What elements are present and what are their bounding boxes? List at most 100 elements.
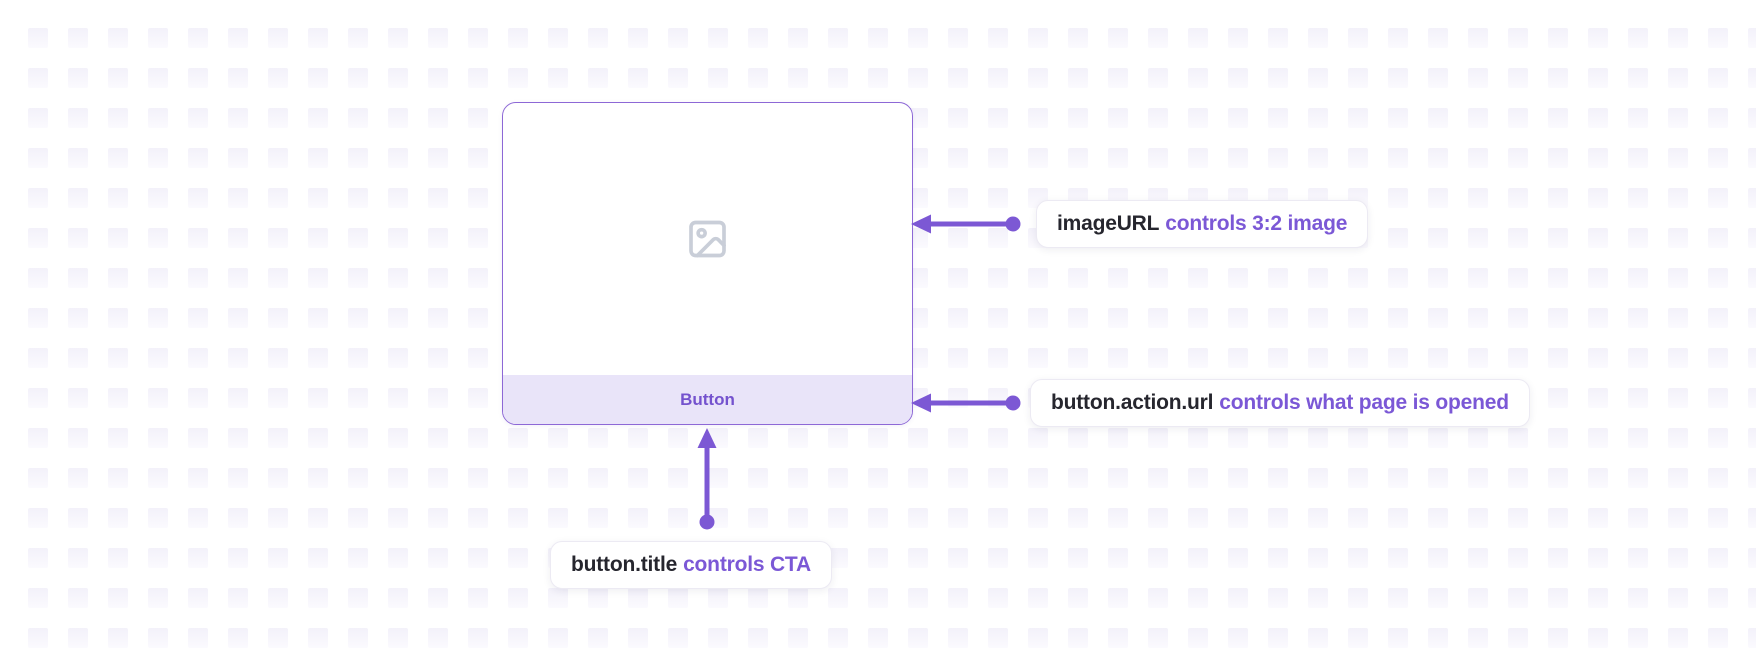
grid-square bbox=[148, 28, 168, 48]
grid-square bbox=[1388, 628, 1408, 648]
grid-square bbox=[1028, 508, 1048, 528]
grid-square bbox=[348, 108, 368, 128]
grid-square bbox=[668, 68, 688, 88]
grid-square bbox=[188, 508, 208, 528]
grid-square bbox=[1388, 148, 1408, 168]
grid-square bbox=[1148, 628, 1168, 648]
grid-square bbox=[1668, 188, 1688, 208]
grid-square bbox=[668, 628, 688, 648]
grid-square bbox=[1108, 628, 1128, 648]
grid-square bbox=[1348, 348, 1368, 368]
grid-square bbox=[28, 228, 48, 248]
grid-square bbox=[788, 28, 808, 48]
grid-square bbox=[1468, 508, 1488, 528]
grid-square bbox=[228, 28, 248, 48]
grid-square bbox=[148, 468, 168, 488]
grid-square bbox=[1548, 628, 1568, 648]
grid-square bbox=[1268, 628, 1288, 648]
grid-square bbox=[308, 348, 328, 368]
grid-square bbox=[1268, 348, 1288, 368]
grid-square bbox=[1628, 108, 1648, 128]
grid-square bbox=[1508, 228, 1528, 248]
grid-square bbox=[108, 268, 128, 288]
grid-square bbox=[28, 68, 48, 88]
grid-square bbox=[1268, 468, 1288, 488]
grid-square bbox=[1748, 268, 1756, 288]
arrow-button-action-url bbox=[911, 393, 1021, 413]
grid-square bbox=[428, 108, 448, 128]
grid-square bbox=[1268, 588, 1288, 608]
grid-square bbox=[1708, 68, 1728, 88]
grid-square bbox=[1388, 68, 1408, 88]
grid-square bbox=[1388, 348, 1408, 368]
grid-square bbox=[1148, 28, 1168, 48]
grid-square bbox=[108, 588, 128, 608]
grid-square bbox=[1708, 308, 1728, 328]
grid-square bbox=[628, 508, 648, 528]
grid-square bbox=[188, 548, 208, 568]
grid-square bbox=[1228, 548, 1248, 568]
grid-square bbox=[988, 628, 1008, 648]
grid-square bbox=[28, 428, 48, 448]
grid-square bbox=[188, 148, 208, 168]
grid-square bbox=[1428, 468, 1448, 488]
grid-square bbox=[628, 628, 648, 648]
grid-square bbox=[388, 308, 408, 328]
grid-square bbox=[948, 188, 968, 208]
grid-square bbox=[868, 508, 888, 528]
grid-square bbox=[28, 348, 48, 368]
grid-square bbox=[468, 508, 488, 528]
grid-square bbox=[748, 588, 768, 608]
grid-square bbox=[108, 148, 128, 168]
grid-square bbox=[228, 268, 248, 288]
annotation-description: controls what page is opened bbox=[1219, 391, 1509, 414]
grid-square bbox=[1588, 468, 1608, 488]
grid-square bbox=[1548, 348, 1568, 368]
grid-square bbox=[28, 388, 48, 408]
grid-square bbox=[428, 228, 448, 248]
grid-square bbox=[468, 188, 488, 208]
grid-square bbox=[1228, 508, 1248, 528]
grid-square bbox=[1228, 68, 1248, 88]
grid-square bbox=[348, 388, 368, 408]
image-placeholder-icon bbox=[689, 220, 726, 258]
grid-square bbox=[1028, 108, 1048, 128]
card-cta-button[interactable]: Button bbox=[503, 375, 912, 424]
grid-square bbox=[268, 108, 288, 128]
grid-square bbox=[388, 388, 408, 408]
grid-square bbox=[348, 228, 368, 248]
grid-square bbox=[988, 348, 1008, 368]
grid-square bbox=[428, 348, 448, 368]
grid-square bbox=[1068, 68, 1088, 88]
grid-square bbox=[1628, 428, 1648, 448]
grid-square bbox=[988, 108, 1008, 128]
grid-square bbox=[908, 68, 928, 88]
grid-square bbox=[388, 68, 408, 88]
grid-square bbox=[1468, 468, 1488, 488]
grid-square bbox=[1188, 268, 1208, 288]
grid-square bbox=[668, 508, 688, 528]
grid-square bbox=[228, 508, 248, 528]
grid-square bbox=[1028, 348, 1048, 368]
grid-square bbox=[1748, 188, 1756, 208]
grid-square bbox=[868, 28, 888, 48]
grid-square bbox=[148, 508, 168, 528]
grid-square bbox=[428, 548, 448, 568]
grid-square bbox=[348, 268, 368, 288]
grid-square bbox=[828, 508, 848, 528]
grid-square bbox=[268, 148, 288, 168]
grid-square bbox=[1228, 268, 1248, 288]
grid-square bbox=[148, 628, 168, 648]
grid-square bbox=[468, 388, 488, 408]
annotation-button-action-url: button.action.url controls what page is … bbox=[1030, 379, 1530, 427]
grid-square bbox=[988, 148, 1008, 168]
grid-square bbox=[148, 308, 168, 328]
arrow-button-title bbox=[697, 428, 717, 530]
grid-square bbox=[1228, 148, 1248, 168]
grid-square bbox=[668, 28, 688, 48]
grid-square bbox=[468, 348, 488, 368]
grid-square bbox=[148, 268, 168, 288]
grid-square bbox=[628, 428, 648, 448]
grid-square bbox=[388, 348, 408, 368]
grid-square bbox=[1548, 468, 1568, 488]
